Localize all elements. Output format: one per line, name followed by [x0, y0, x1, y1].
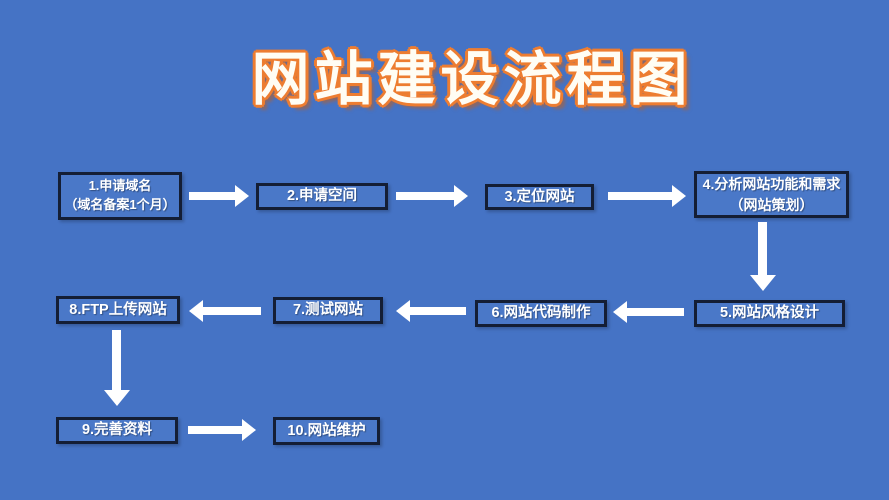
arrow-8-to-9	[104, 330, 130, 406]
arrow-2-to-3	[396, 185, 468, 207]
flow-box-9: 9.完善资料	[56, 417, 178, 444]
box-7-label: 7.测试网站	[292, 302, 364, 319]
box-1-label-line1: 1.申请域名	[88, 178, 152, 194]
flow-box-4: 4.分析网站功能和需求 （网站策划）	[694, 171, 849, 218]
box-10-label: 10.网站维护	[287, 422, 366, 439]
box-6-label: 6.网站代码制作	[491, 305, 591, 322]
flow-box-10: 10.网站维护	[273, 417, 380, 445]
arrow-5-to-6	[613, 301, 684, 323]
box-8-label: 8.FTP上传网站	[69, 301, 167, 318]
box-4-label-line2: （网站策划）	[729, 196, 814, 213]
flow-box-6: 6.网站代码制作	[475, 300, 607, 327]
flow-box-5: 5.网站风格设计	[694, 300, 845, 327]
arrow-9-to-10	[188, 419, 256, 441]
box-3-label: 3.定位网站	[504, 188, 575, 205]
arrow-3-to-4	[608, 185, 686, 207]
arrow-4-to-5	[750, 222, 776, 291]
box-9-label: 9.完善资料	[81, 422, 153, 439]
arrow-1-to-2	[189, 185, 249, 207]
arrow-6-to-7	[396, 300, 466, 322]
box-2-label: 2.申请空间	[286, 188, 358, 205]
flow-box-7: 7.测试网站	[273, 297, 383, 324]
arrow-7-to-8	[189, 300, 261, 322]
flow-box-1: 1.申请域名 （域名备案1个月）	[58, 172, 182, 220]
box-5-label: 5.网站风格设计	[719, 305, 820, 322]
page-title: 网站建设流程图	[251, 47, 693, 112]
box-4-label-line1: 4.分析网站功能和需求	[702, 176, 841, 193]
box-1-label-line2: （域名备案1个月）	[64, 197, 176, 212]
flow-box-2: 2.申请空间	[256, 183, 388, 210]
flow-box-8: 8.FTP上传网站	[56, 296, 180, 324]
flow-box-3: 3.定位网站	[485, 184, 594, 210]
